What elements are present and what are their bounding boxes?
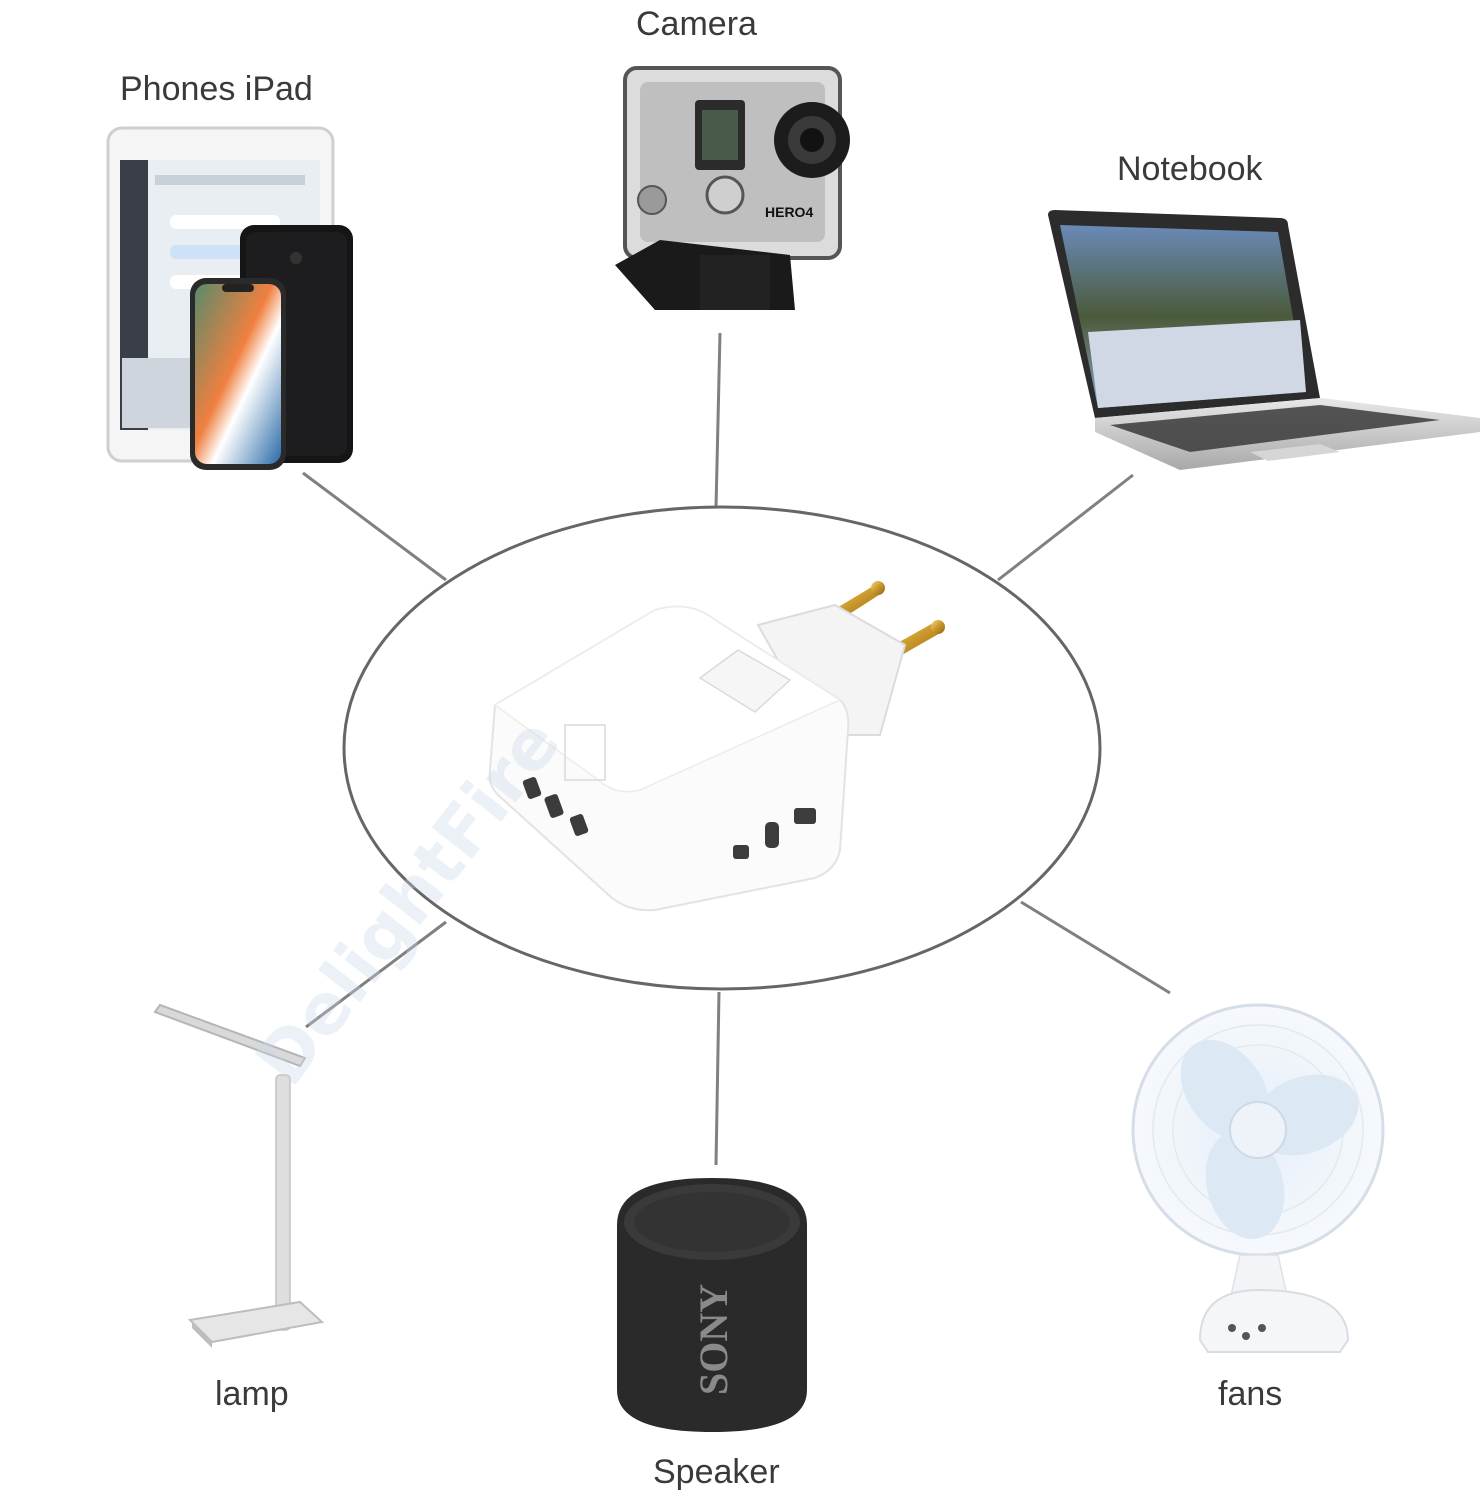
desk-fan-icon [1131,1003,1385,1353]
connector-camera [714,332,722,509]
label-camera: Camera [636,5,757,43]
label-phones: Phones iPad [120,70,313,108]
plug-adapter-icon [488,581,945,912]
speaker-icon: SONY [617,1178,807,1432]
connector-fans [1020,900,1171,995]
connector-lamp [305,920,447,1029]
connector-lines [302,332,1171,1166]
camera-brand-text: HERO4 [765,204,813,220]
phone-tablet-icon [106,126,353,470]
connector-phones [302,471,447,582]
connector-notebook [997,473,1134,582]
action-camera-icon: HERO4 [615,66,850,310]
label-speaker: Speaker [653,1453,780,1491]
connector-speaker [714,991,721,1166]
desk-lamp-icon [153,1003,325,1348]
label-lamp: lamp [215,1375,289,1413]
label-fans: fans [1218,1375,1283,1413]
laptop-icon [1048,210,1480,470]
label-notebook: Notebook [1117,150,1263,188]
speaker-brand-text: SONY [691,1284,736,1395]
